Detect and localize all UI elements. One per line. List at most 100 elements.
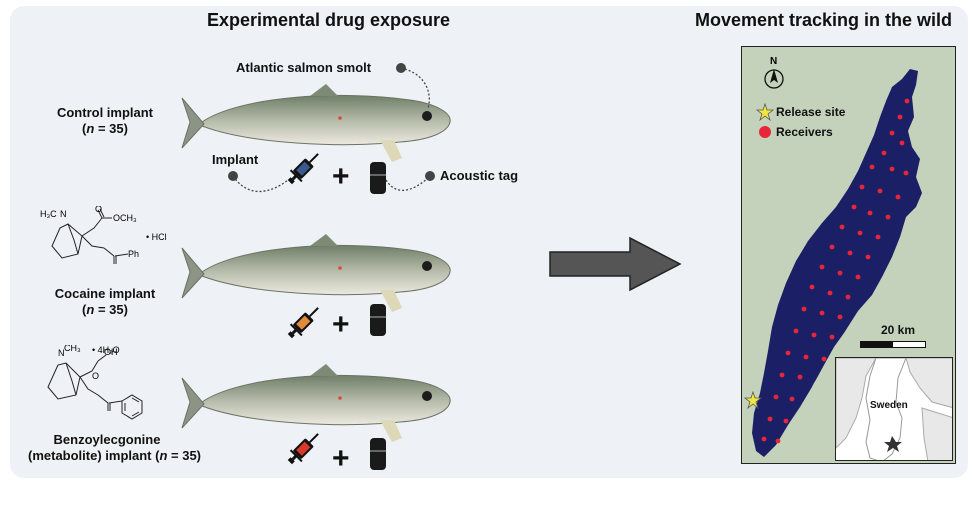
implant-dot bbox=[228, 171, 238, 181]
group-label-benzoylecgonine: Benzoylecgonine (metabolite) implant (n … bbox=[28, 432, 202, 464]
group-label-control: Control implant (n = 35) bbox=[40, 105, 170, 137]
receiver-dot bbox=[803, 354, 809, 360]
receiver-dot bbox=[793, 328, 799, 334]
release-site-star-icon bbox=[756, 103, 774, 121]
legend-release-site: Release site bbox=[776, 105, 846, 119]
receiver-dot bbox=[867, 210, 873, 216]
group-name: Control implant bbox=[56, 105, 154, 120]
receiver-dot bbox=[857, 230, 863, 236]
receiver-dot bbox=[829, 244, 835, 250]
receiver-dot bbox=[773, 394, 779, 400]
receiver-dot bbox=[801, 306, 807, 312]
receiver-dot bbox=[851, 204, 857, 210]
receiver-dot bbox=[779, 372, 785, 378]
receiver-dot bbox=[809, 284, 815, 290]
chem-hydrate: • 4H₂O bbox=[92, 345, 120, 355]
acoustic-tag-icon bbox=[370, 438, 386, 470]
receiver-dot bbox=[904, 98, 910, 104]
receiver-dot bbox=[811, 332, 817, 338]
syringe-icon bbox=[287, 433, 319, 465]
receiver-dot bbox=[789, 396, 795, 402]
plus-sign: + bbox=[332, 160, 350, 193]
chem-salt: • HCl bbox=[146, 232, 167, 242]
right-title: Movement tracking in the wild bbox=[695, 10, 953, 30]
salmon-smolt-fish-3 bbox=[181, 364, 451, 442]
salmon-smolt-fish-1 bbox=[181, 84, 451, 162]
tag-label: Acoustic tag bbox=[440, 168, 519, 183]
release-site-star-icon bbox=[744, 391, 762, 409]
legend-receivers: Receivers bbox=[776, 125, 833, 139]
implant-leader bbox=[232, 175, 289, 192]
north-arrow-icon: N bbox=[764, 56, 784, 89]
group-label-cocaine: Cocaine implant (n = 35) bbox=[40, 286, 170, 318]
receiver-dot bbox=[767, 416, 773, 422]
receiver-dot bbox=[881, 150, 887, 156]
receiver-dot bbox=[895, 194, 901, 200]
receiver-dot bbox=[839, 224, 845, 230]
chem-methyl: CH₃ bbox=[64, 345, 81, 353]
implant-label: Implant bbox=[212, 152, 259, 167]
chem-n: N bbox=[60, 209, 67, 219]
chem-o: O bbox=[92, 371, 99, 381]
group-n: (n = 35) bbox=[82, 121, 128, 136]
receiver-dot bbox=[775, 438, 781, 444]
left-title: Experimental drug exposure bbox=[207, 10, 451, 30]
smolt-leader bbox=[400, 67, 430, 109]
chem-methyl: H₃C bbox=[40, 209, 57, 219]
receiver-dot bbox=[899, 140, 905, 146]
right-arrow-icon bbox=[549, 236, 682, 292]
benzoylecgonine-structure: N CH₃ O OH • 4H₂O bbox=[47, 345, 143, 420]
north-label: N bbox=[770, 56, 777, 67]
inset-label: Sweden bbox=[870, 400, 908, 411]
chem-o: O bbox=[95, 206, 102, 214]
chem-acid: OH bbox=[104, 347, 118, 357]
cocaine-structure: H₃C N O OCH₃ Ph • HCl bbox=[40, 206, 167, 264]
group-name: Cocaine implant bbox=[54, 286, 156, 301]
receiver-dot bbox=[859, 184, 865, 190]
syringe-icon bbox=[287, 307, 319, 339]
receiver-dot bbox=[877, 188, 883, 194]
receiver-dot bbox=[785, 350, 791, 356]
receiver-dot bbox=[889, 166, 895, 172]
receiver-dot bbox=[855, 274, 861, 280]
salmon-smolt-fish-2 bbox=[181, 234, 451, 312]
group-n: (metabolite) implant (n = 35) bbox=[28, 448, 202, 463]
plus-sign: + bbox=[332, 442, 350, 475]
acoustic-tag-icon bbox=[370, 304, 386, 336]
receiver-dot bbox=[837, 314, 843, 320]
receiver-dot bbox=[865, 254, 871, 260]
receiver-dot bbox=[875, 234, 881, 240]
receiver-dot bbox=[821, 356, 827, 362]
receiver-dot bbox=[837, 270, 843, 276]
tag-dot bbox=[425, 171, 435, 181]
plus-sign: + bbox=[332, 308, 350, 341]
chem-ester: OCH₃ bbox=[113, 213, 137, 223]
chem-n: N bbox=[58, 348, 65, 358]
receiver-dot bbox=[847, 250, 853, 256]
receiver-dot bbox=[783, 418, 789, 424]
receiver-dot bbox=[761, 436, 767, 442]
sweden-inset-map: Sweden bbox=[835, 357, 953, 461]
receiver-dot bbox=[869, 164, 875, 170]
group-n: (n = 35) bbox=[82, 302, 128, 317]
receiver-dot bbox=[845, 294, 851, 300]
scale-label: 20 km bbox=[881, 323, 916, 337]
receiver-dot bbox=[819, 310, 825, 316]
syringe-icon bbox=[287, 153, 319, 185]
receiver-dot bbox=[797, 374, 803, 380]
receivers-layer bbox=[761, 98, 910, 444]
group-name: Benzoylecgonine bbox=[53, 432, 161, 447]
lake-map: N Release site Receivers 20 km Sweden bbox=[741, 46, 956, 464]
tag-leader bbox=[385, 177, 429, 191]
receiver-dot bbox=[819, 264, 825, 270]
receiver-dot bbox=[827, 290, 833, 296]
lake-shape bbox=[752, 69, 922, 457]
receiver-dot bbox=[897, 114, 903, 120]
receiver-dot bbox=[829, 334, 835, 340]
receiver-dot bbox=[903, 170, 909, 176]
sweden-outline bbox=[836, 358, 952, 460]
acoustic-tag-icon bbox=[370, 162, 386, 194]
smolt-dot bbox=[396, 63, 406, 73]
smolt-label: Atlantic salmon smolt bbox=[236, 60, 372, 75]
